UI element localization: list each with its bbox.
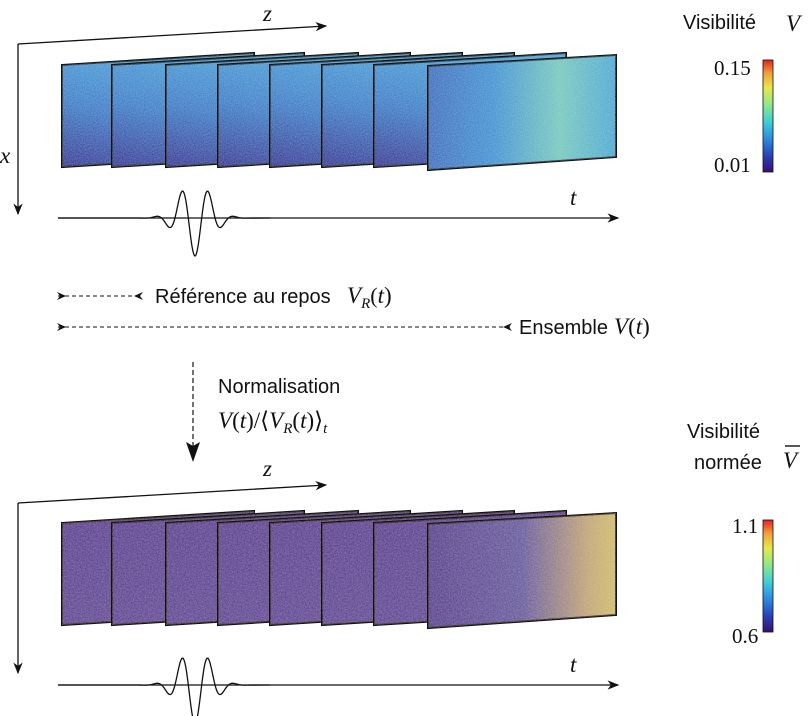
normalisation-arrowhead bbox=[186, 442, 200, 462]
bottom-colorbar-min: 0.6 bbox=[732, 624, 758, 648]
top-colorbar-title: Visibilité bbox=[683, 12, 756, 34]
bottom-colorbar-symbol: V bbox=[783, 448, 800, 473]
ensemble-label: Ensemble bbox=[519, 317, 608, 339]
ensemble-symbol: V(t) bbox=[614, 314, 650, 339]
normalisation-label: Normalisation bbox=[218, 376, 340, 398]
reference-start-arrow bbox=[57, 292, 66, 300]
reference-label: Référence au repos bbox=[155, 286, 331, 308]
top-z-label: z bbox=[262, 1, 272, 26]
bottom-colorbar-title-line1: Visibilité bbox=[687, 421, 760, 443]
top-wave-packet bbox=[58, 190, 271, 257]
top-colorbar-min: 0.01 bbox=[714, 153, 751, 177]
reference-end-arrow bbox=[134, 292, 143, 300]
bottom-frame-front-noise bbox=[428, 513, 616, 628]
top-colorbar bbox=[762, 59, 774, 173]
ensemble-start-arrow bbox=[57, 323, 66, 331]
legend: Référence au repos VR(t) Ensemble V(t) bbox=[57, 283, 650, 339]
bottom-colorbar-title-line2: normée bbox=[694, 452, 762, 474]
top-panel: z x t Visibilité V 0.15 0.01 bbox=[0, 1, 803, 257]
bottom-colorbar bbox=[762, 519, 774, 633]
top-frame-front-noise bbox=[428, 55, 616, 170]
bottom-frame-stack bbox=[61, 509, 617, 630]
normalisation-step: Normalisation V(t)/⟨VR(t)⟩t bbox=[186, 362, 340, 462]
top-frame-stack bbox=[61, 51, 617, 172]
top-z-axis bbox=[17, 21, 328, 45]
bottom-z-label: z bbox=[262, 456, 272, 481]
normalisation-formula: V(t)/⟨VR(t)⟩t bbox=[218, 408, 328, 437]
top-t-label: t bbox=[570, 185, 577, 210]
bottom-z-axis bbox=[17, 480, 328, 504]
bottom-colorbar-max: 1.1 bbox=[732, 514, 758, 538]
top-colorbar-symbol: V bbox=[786, 11, 803, 36]
bottom-t-label: t bbox=[570, 652, 577, 677]
ensemble-end-arrow bbox=[503, 323, 512, 331]
bottom-panel: z t Visibilité normée V 1.1 0.6 bbox=[13, 421, 800, 716]
bottom-wave-packet bbox=[58, 657, 271, 716]
reference-symbol: VR(t) bbox=[347, 283, 392, 312]
top-colorbar-max: 0.15 bbox=[714, 56, 751, 80]
top-x-label: x bbox=[0, 143, 11, 168]
